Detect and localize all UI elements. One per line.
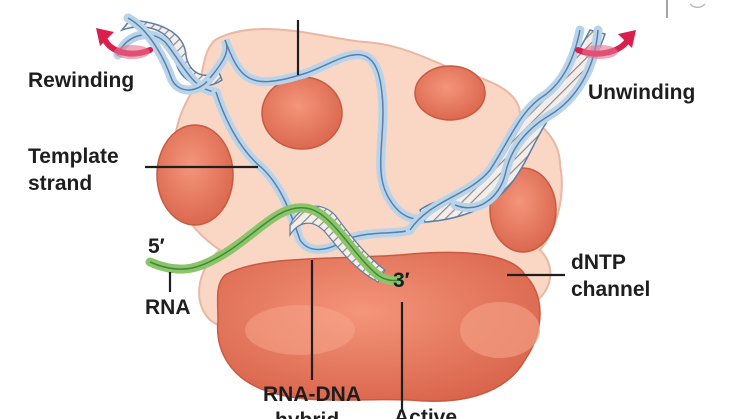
rewinding-arrow-icon (96, 28, 153, 59)
top-right-lobe (414, 65, 486, 121)
left-lobe (156, 124, 234, 226)
label-rna-dna-hybrid-line1: RNA-DNA (263, 383, 361, 406)
lower-lobe (216, 251, 541, 402)
lower-lobe-highlight (245, 305, 355, 355)
label-dntp-channel-line2: channel (571, 278, 651, 301)
label-three-prime: 3′ (393, 269, 410, 292)
label-rna: RNA (145, 296, 191, 319)
label-rna-dna-hybrid-line2-clip: hybrid (263, 408, 373, 419)
unwinding-arrow-icon (575, 30, 636, 59)
dna-strands (205, 37, 460, 254)
lower-lobe-highlight (460, 302, 540, 358)
top-center-lobe (261, 76, 343, 150)
label-rna-dna-hybrid-line2: hybrid (275, 408, 339, 419)
label-five-prime: 5′ (148, 235, 165, 258)
label-template-strand-line1: Template (28, 145, 119, 168)
label-rewinding: Rewinding (28, 69, 135, 92)
corner-mark-arc (689, 3, 706, 9)
label-dntp-channel-line1: dNTP (571, 251, 626, 274)
label-active-site-clip: Active (388, 405, 478, 419)
label-template-strand-line2: strand (28, 172, 93, 195)
label-unwinding: Unwinding (588, 81, 696, 104)
rna-dna-hybrid (145, 203, 405, 285)
label-active-site: Active (394, 406, 458, 419)
